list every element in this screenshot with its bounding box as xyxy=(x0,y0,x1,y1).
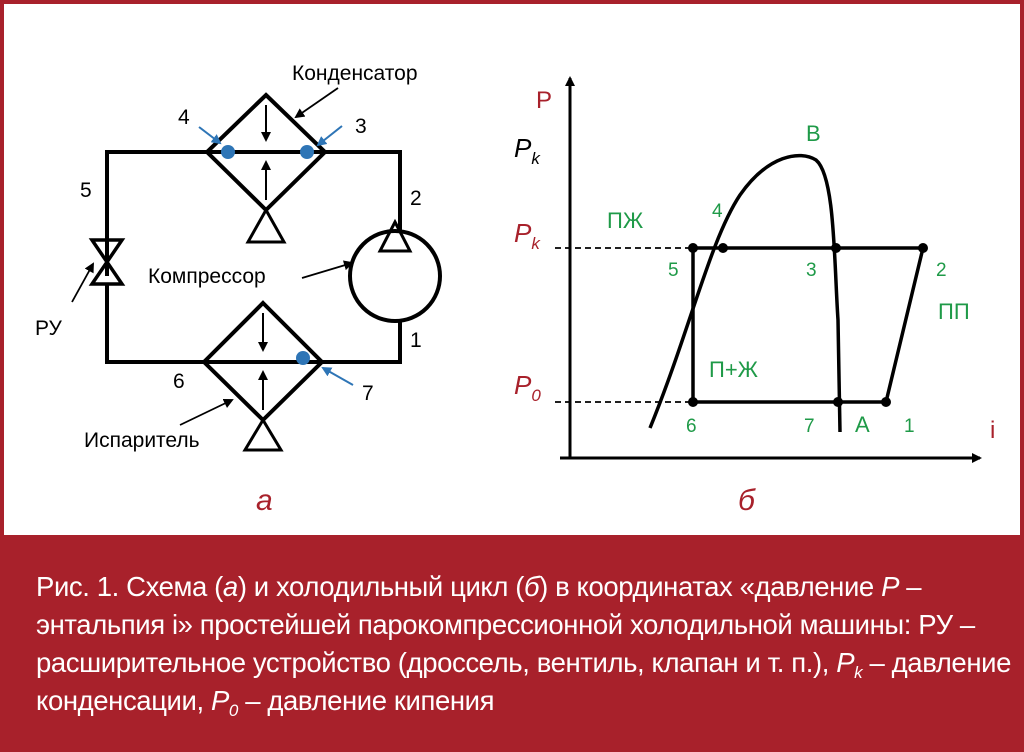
cycle-point-1-dot xyxy=(881,397,891,407)
scheme-a-caption: а xyxy=(256,484,273,517)
caption-p0-symbol: P xyxy=(210,685,229,716)
cycle-point-6-label: 6 xyxy=(686,416,697,437)
compressor-pointer-arrow xyxy=(301,260,354,279)
caption-ref-b: б xyxy=(524,571,540,602)
pk-top-label: Pk xyxy=(514,133,541,168)
point-a-label: A xyxy=(855,412,870,437)
cycle-point-5-label: 5 xyxy=(668,260,679,281)
point-3-dot xyxy=(300,145,314,159)
caption-part-6: – давление кипения xyxy=(237,685,495,716)
caption-pk-symbol: P xyxy=(836,647,855,678)
caption-part-4: – энтальпия i» простейшей парокомпрессио… xyxy=(36,571,975,678)
pk-level-main: P xyxy=(514,218,532,248)
pk-top-main: P xyxy=(514,133,532,163)
condenser-label: Конденсатор xyxy=(292,62,418,85)
caption-panel: Рис. 1. Схема (а) и холодильный цикл (б)… xyxy=(4,535,1020,748)
scheme-a xyxy=(88,92,442,452)
condenser-fan-triangle xyxy=(245,206,287,244)
scheme-point-6: 6 xyxy=(173,370,185,393)
scheme-point-4: 4 xyxy=(178,106,190,129)
caption-p-symbol: P xyxy=(881,571,900,602)
caption-text: Рис. 1. Схема (а) и холодильный цикл (б)… xyxy=(36,568,1011,720)
evaporator-fan-triangle xyxy=(242,417,284,452)
point-4-dot xyxy=(221,145,235,159)
caption-part-3: ) в координатах «давление xyxy=(539,571,874,602)
diagram-b: P i Pk Pk P0 ПЖ П+Ж ПП B A 4 5 3 2 6 7 1… xyxy=(514,76,995,517)
caption-part-2: ) и холодильный цикл ( xyxy=(237,571,525,602)
p0-level-sub: 0 xyxy=(531,386,541,405)
point-4-arrow xyxy=(198,126,222,145)
pk-level-sub: k xyxy=(531,234,541,253)
critical-point-label: B xyxy=(806,121,821,146)
diagram-b-caption: б xyxy=(738,484,756,517)
cycle-point-1-label: 1 xyxy=(904,416,915,437)
cycle-point-2-label: 2 xyxy=(936,260,947,281)
caption-ref-a: а xyxy=(222,571,238,602)
valve-pointer-arrow xyxy=(71,262,94,303)
cycle-point-7-dot xyxy=(833,397,843,407)
cycle-point-6-dot xyxy=(688,397,698,407)
caption-pk-subscript: k xyxy=(854,663,863,682)
cycle-point-4-label: 4 xyxy=(712,201,723,222)
cycle-point-3-label: 3 xyxy=(806,260,817,281)
compressor-circle xyxy=(348,229,442,323)
cycle-point-4-dot xyxy=(718,243,728,253)
pk-level-label: Pk xyxy=(514,218,541,253)
scheme-point-7: 7 xyxy=(362,382,374,405)
point-3-arrow xyxy=(316,125,343,147)
figure-canvas: Конденсатор Компрессор Испаритель РУ 1 2… xyxy=(35,62,995,517)
scheme-point-5: 5 xyxy=(80,179,92,202)
point-7-arrow xyxy=(321,367,354,386)
caption-part-5: – давление конденсации, xyxy=(36,647,1011,716)
evaporator-label: Испаритель xyxy=(84,429,200,452)
p0-level-label: P0 xyxy=(514,370,541,405)
region-mixture-label: П+Ж xyxy=(709,357,759,382)
region-vapor-label: ПП xyxy=(938,299,970,324)
p-axis-label: P xyxy=(536,87,552,114)
p0-level-main: P xyxy=(514,370,532,400)
scheme-point-1: 1 xyxy=(410,329,422,352)
scheme-point-3: 3 xyxy=(355,115,367,138)
cycle-point-5-dot xyxy=(688,243,698,253)
cycle-point-2-dot xyxy=(918,243,928,253)
cycle-point-3-dot xyxy=(831,243,841,253)
cycle-point-7-label: 7 xyxy=(804,416,815,437)
pk-top-sub: k xyxy=(531,149,541,168)
saturation-dome xyxy=(648,153,842,433)
caption-part-1: Рис. 1. Схема ( xyxy=(36,571,223,602)
pipe-loop xyxy=(105,150,402,364)
evaporator-pointer-arrow xyxy=(179,398,234,426)
scheme-point-2: 2 xyxy=(410,187,422,210)
point-7-dot xyxy=(296,351,310,365)
compressor-triangle xyxy=(377,218,413,253)
compressor-label: Компрессор xyxy=(148,265,266,288)
condenser-pointer-arrow xyxy=(294,87,339,119)
i-axis-label: i xyxy=(990,417,995,444)
valve-label: РУ xyxy=(35,317,63,340)
region-liquid-label: ПЖ xyxy=(607,208,644,233)
expansion-valve xyxy=(88,238,126,286)
caption-p0-subscript: 0 xyxy=(228,701,238,720)
